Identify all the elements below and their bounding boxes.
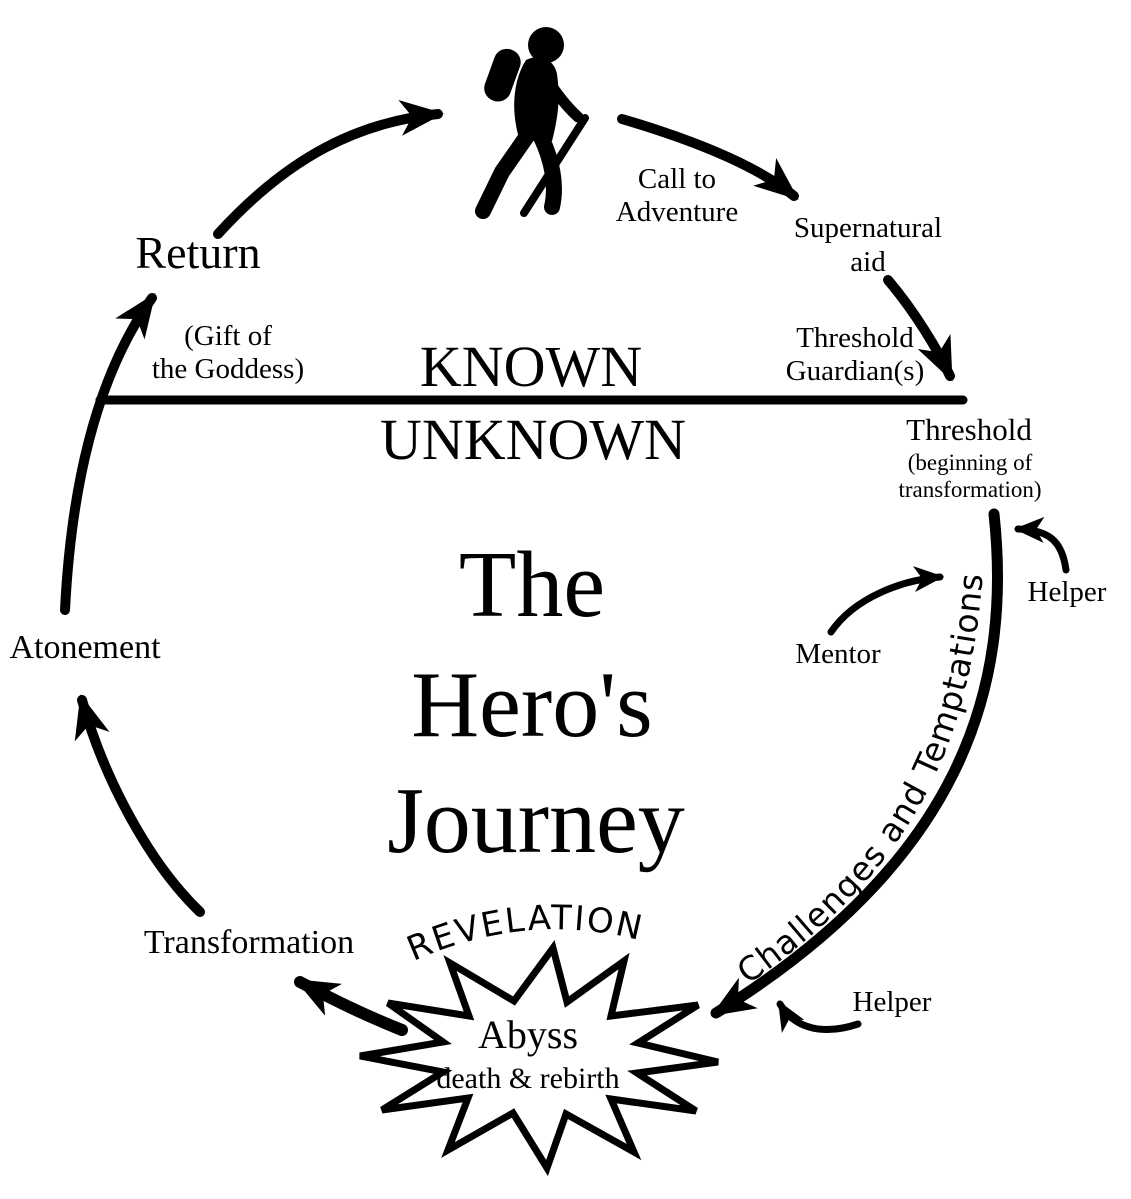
- unknown-label: UNKNOWN: [380, 407, 686, 472]
- threshold-guardian-line2: Guardian(s): [786, 355, 925, 387]
- arrow-mentor: [827, 566, 944, 636]
- arrow-challenges-arc: [710, 508, 1004, 1019]
- hiker-head: [528, 27, 564, 63]
- stage-threshold: Threshold: [906, 412, 1032, 447]
- call-to-adventure-line1: Call to: [638, 163, 716, 195]
- gift-of-goddess-line1: (Gift of: [184, 320, 272, 352]
- arrow-call-to-adventure: [617, 114, 799, 201]
- stage-return: Return: [135, 227, 260, 278]
- stage-transformation: Transformation: [144, 924, 354, 961]
- threshold-sub-line2: transformation): [898, 477, 1041, 502]
- helper-bottom-label: Helper: [853, 986, 932, 1018]
- supernatural-aid-line1: Supernatural: [794, 212, 942, 244]
- hiker-icon: [475, 27, 589, 219]
- stage-atonement: Atonement: [9, 629, 161, 666]
- abyss-starburst: [359, 939, 719, 1177]
- gift-of-goddess-line2: the Goddess): [152, 353, 304, 385]
- call-to-adventure-line2: Adventure: [616, 196, 738, 228]
- abyss-subtitle: death & rebirth: [436, 1062, 619, 1095]
- arrow-aid-to-threshold: [883, 275, 955, 382]
- arrow-return-to-hero: [213, 99, 444, 239]
- arrow-helper-top: [1014, 516, 1070, 574]
- revelation-curved-label: REVELATION: [401, 898, 647, 969]
- title-line-2: Hero's: [411, 653, 652, 757]
- title-line-1: The: [459, 533, 605, 637]
- hiker-back-leg: [533, 129, 562, 215]
- helper-top-label: Helper: [1028, 576, 1107, 608]
- mentor-label: Mentor: [795, 638, 881, 670]
- known-label: KNOWN: [420, 334, 642, 399]
- diagram-title: The Hero's Journey: [387, 533, 685, 873]
- hiker-arm: [540, 72, 584, 123]
- supernatural-aid-line2: aid: [850, 246, 886, 278]
- hiker-backpack: [484, 48, 521, 102]
- hiker-front-leg: [475, 128, 535, 219]
- arrow-atonement-to-return: [60, 293, 157, 615]
- arrow-transformation-to-atonement: [74, 694, 205, 917]
- hiker-torso: [514, 57, 559, 141]
- stage-abyss: Abyss: [478, 1012, 578, 1057]
- arrow-abyss-to-transformation: [294, 976, 408, 1036]
- arrow-helper-bottom: [776, 1000, 862, 1034]
- title-line-3: Journey: [387, 769, 685, 873]
- threshold-sub-line1: (beginning of: [908, 450, 1033, 475]
- threshold-guardian-line1: Threshold: [796, 322, 914, 354]
